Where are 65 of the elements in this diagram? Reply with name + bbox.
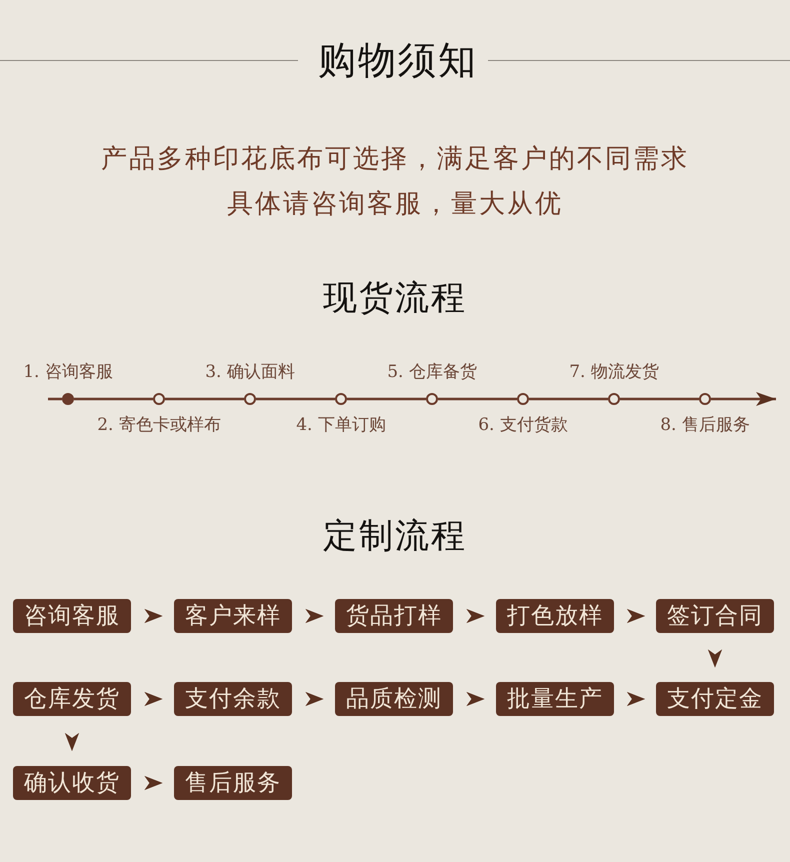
process-box [656, 599, 774, 633]
step-label: 品质检测 [346, 685, 442, 713]
timeline-dot-filled [62, 393, 74, 405]
process-box [174, 599, 292, 633]
step-label: 6. 支付货款 [478, 414, 568, 436]
step-label: 4. 下单订购 [296, 414, 386, 436]
timeline-line [48, 398, 62, 400]
process-box [174, 766, 292, 800]
process-box [174, 682, 292, 716]
arrow [708, 650, 722, 668]
timeline-dot [244, 393, 256, 405]
process-box [13, 599, 131, 633]
step-label: 7. 物流发货 [569, 361, 659, 383]
process-box [335, 599, 453, 633]
arrow [144, 776, 162, 790]
step-label: 货品打样 [346, 602, 442, 630]
timeline-line [438, 398, 517, 400]
arrow [306, 609, 324, 623]
section-heading: 定制流程 [323, 514, 467, 558]
page-title: 购物须知 [318, 37, 478, 83]
section-heading: 现货流程 [323, 276, 467, 320]
step-label: 签订合同 [667, 602, 763, 630]
step-label: 2. 寄色卡或样布 [97, 414, 221, 436]
arrow [144, 692, 162, 706]
step-label: 打色放样 [507, 602, 603, 630]
timeline-dot [426, 393, 438, 405]
process-box [496, 682, 614, 716]
step-label: 咨询客服 [24, 602, 120, 630]
process-box [13, 682, 131, 716]
timeline-line [529, 398, 608, 400]
step-label: 确认收货 [24, 769, 120, 797]
intro-text: 具体请咨询客服，量大从优 [227, 188, 563, 222]
timeline-dot [517, 393, 529, 405]
step-label: 3. 确认面料 [205, 361, 295, 383]
arrow [627, 609, 645, 623]
timeline-line [74, 398, 153, 400]
timeline-arrow [711, 392, 776, 406]
arrow [306, 692, 324, 706]
timeline-line [347, 398, 426, 400]
process-box [13, 766, 131, 800]
step-label: 支付定金 [667, 685, 763, 713]
step-label: 仓库发货 [24, 685, 120, 713]
step-label: 客户来样 [185, 602, 281, 630]
step-label: 5. 仓库备货 [387, 361, 477, 383]
timeline-dot [699, 393, 711, 405]
intro-text: 产品多种印花底布可选择，满足客户的不同需求 [101, 143, 689, 176]
arrow [627, 692, 645, 706]
process-box [335, 682, 453, 716]
timeline-line [256, 398, 335, 400]
timeline-dot [335, 393, 347, 405]
step-label: 1. 咨询客服 [23, 361, 113, 383]
step-label: 8. 售后服务 [660, 414, 750, 436]
process-box [656, 682, 774, 716]
arrow [466, 609, 484, 623]
arrow [466, 692, 484, 706]
timeline-line [620, 398, 699, 400]
step-label: 支付余款 [185, 685, 281, 713]
timeline-dot [608, 393, 620, 405]
timeline-line [165, 398, 244, 400]
process-box [496, 599, 614, 633]
arrow [144, 609, 162, 623]
timeline-dot [153, 393, 165, 405]
step-label: 批量生产 [507, 685, 603, 713]
arrow [65, 733, 79, 751]
step-label: 售后服务 [185, 769, 281, 797]
